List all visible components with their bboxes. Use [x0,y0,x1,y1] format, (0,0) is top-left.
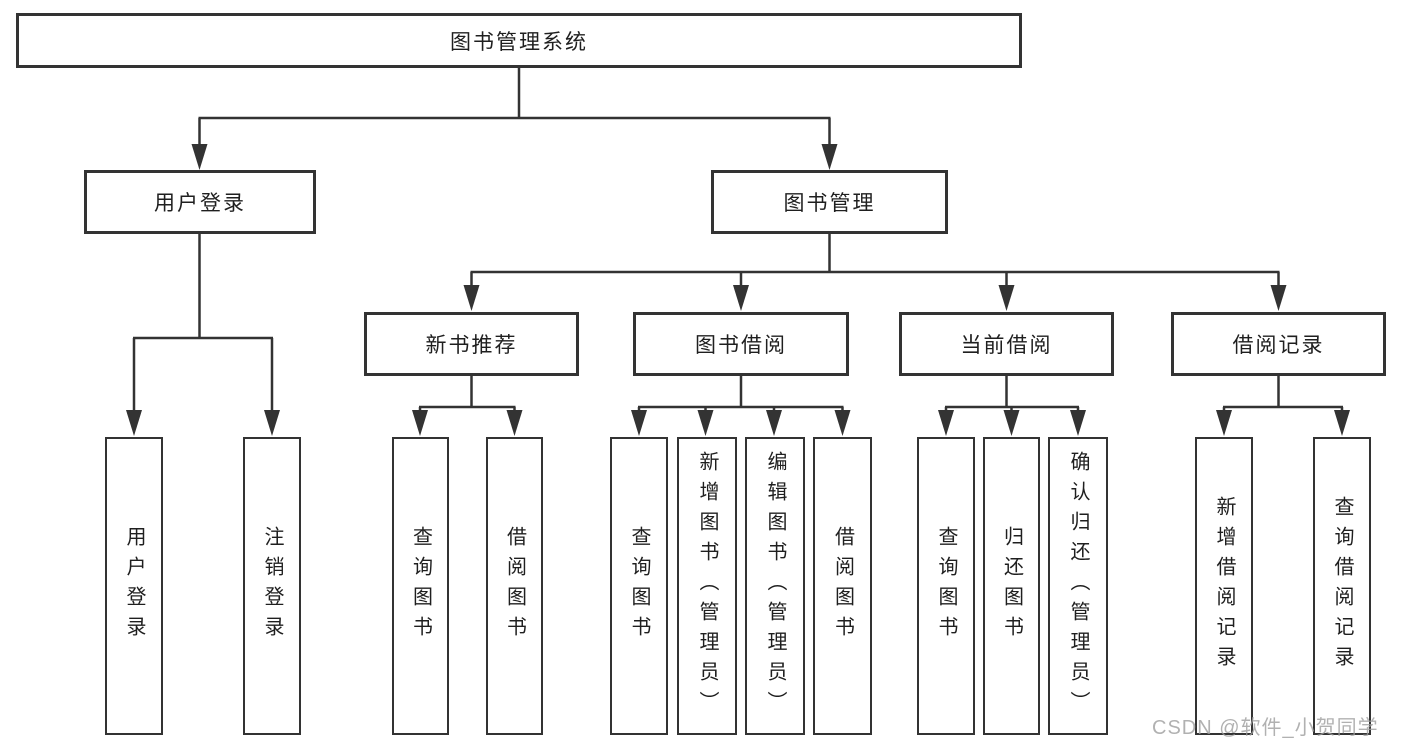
leaf-add-books-admin: 新增图书（管理员） [677,437,737,735]
leaf-confirm-return-admin-label: 确认归还（管理员） [1067,451,1089,721]
leaf-confirm-return-admin: 确认归还（管理员） [1048,437,1108,735]
node-book-borrow-label: 图书借阅 [695,334,787,357]
leaf-current-query-books: 查询图书 [917,437,975,735]
leaf-borrow-query-books: 查询图书 [610,437,668,735]
leaf-recommend-query-books: 查询图书 [392,437,449,735]
node-book-management-label: 图书管理 [783,192,876,215]
leaf-recommend-borrow-books-label: 借阅图书 [503,526,526,646]
node-borrow-records-label: 借阅记录 [1232,334,1325,357]
node-borrow-records: 借阅记录 [1171,312,1386,376]
leaf-recommend-query-books-label: 查询图书 [409,526,432,646]
node-current-borrow-label: 当前借阅 [960,334,1053,357]
leaf-add-borrow-record-label: 新增借阅记录 [1213,496,1235,676]
leaf-edit-books-admin-label: 编辑图书（管理员） [764,451,786,721]
leaf-add-books-admin-label: 新增图书（管理员） [696,451,718,721]
node-new-book-recommend: 新书推荐 [364,312,579,376]
leaf-query-borrow-record-label: 查询借阅记录 [1331,496,1353,676]
node-book-management: 图书管理 [711,170,948,234]
leaf-borrow-books-label: 借阅图书 [831,526,854,646]
leaf-user-login-label: 用户登录 [123,526,145,646]
node-book-borrow: 图书借阅 [633,312,849,376]
leaf-current-query-books-label: 查询图书 [935,526,957,646]
arrowheads [126,144,1350,436]
leaf-add-borrow-record: 新增借阅记录 [1195,437,1253,735]
leaf-borrow-books: 借阅图书 [813,437,872,735]
leaf-user-login: 用户登录 [105,437,163,735]
csdn-watermark: CSDN @软件_小贺同学 [1152,717,1379,739]
leaf-edit-books-admin: 编辑图书（管理员） [745,437,805,735]
leaf-borrow-query-books-label: 查询图书 [628,526,650,646]
node-current-borrow: 当前借阅 [899,312,1114,376]
node-root: 图书管理系统 [16,13,1022,68]
node-user-login: 用户登录 [84,170,316,234]
node-user-login-label: 用户登录 [154,192,246,215]
leaf-logout-label: 注销登录 [261,526,283,646]
node-root-label: 图书管理系统 [450,30,588,54]
leaf-return-books-label: 归还图书 [1000,526,1023,646]
leaf-query-borrow-record: 查询借阅记录 [1313,437,1371,735]
leaf-logout: 注销登录 [243,437,301,735]
leaf-recommend-borrow-books: 借阅图书 [486,437,543,735]
leaf-return-books: 归还图书 [983,437,1040,735]
node-new-book-recommend-label: 新书推荐 [425,334,518,357]
